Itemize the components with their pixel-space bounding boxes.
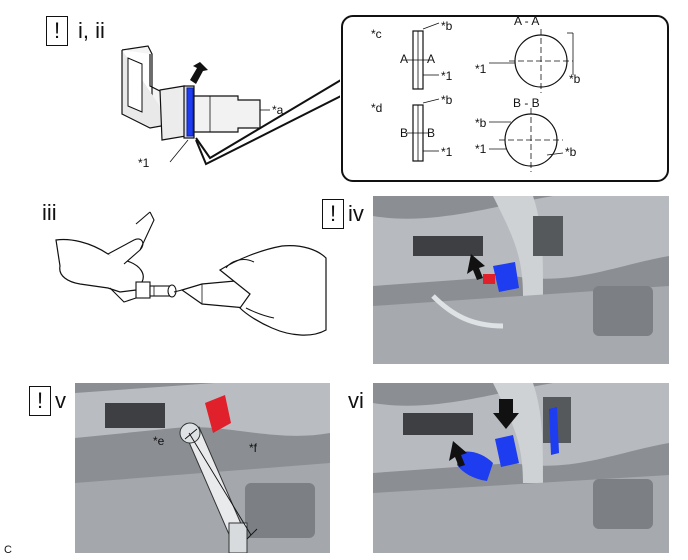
detail-label-b: *b bbox=[569, 72, 581, 86]
callout-1: *1 bbox=[138, 156, 150, 170]
figure-code: C bbox=[4, 544, 12, 556]
section-title-A-A: A - A bbox=[514, 14, 540, 28]
caution-icon: ! bbox=[46, 16, 68, 46]
callout-a: *a bbox=[272, 103, 284, 117]
detail-label-1: *1 bbox=[475, 142, 487, 156]
detail-label-B-left: B bbox=[400, 126, 409, 140]
detail-label-b: *b bbox=[565, 145, 577, 159]
engine-photo-iv bbox=[373, 196, 669, 364]
detail-label-1: *1 bbox=[441, 145, 453, 159]
detail-label-b: *b bbox=[475, 116, 487, 130]
callout-e: *e bbox=[153, 434, 165, 448]
step-label-iii: iii bbox=[42, 200, 57, 225]
detail-label-b: *b bbox=[441, 93, 453, 107]
detail-label-A-right: A bbox=[427, 52, 436, 66]
detail-label-c: *c bbox=[371, 27, 382, 41]
step-label-iv: iv bbox=[348, 201, 364, 226]
step-label-vi: vi bbox=[348, 388, 364, 413]
caution-icon: ! bbox=[29, 386, 51, 416]
callout-f: *f bbox=[249, 441, 258, 455]
step-label-i-ii: i, ii bbox=[78, 18, 105, 43]
detail-label-1: *1 bbox=[441, 69, 453, 83]
step-label-v: v bbox=[55, 388, 66, 413]
detail-label-1: *1 bbox=[475, 62, 487, 76]
caution-icon: ! bbox=[322, 199, 344, 229]
detail-sections bbox=[407, 22, 574, 172]
detail-box bbox=[341, 15, 669, 182]
detail-label-b: *b bbox=[441, 19, 453, 33]
detail-label-d: *d bbox=[371, 101, 383, 115]
section-title-B-B: B - B bbox=[513, 96, 540, 110]
detail-label-B-right: B bbox=[427, 126, 436, 140]
hands-applying-oil-illustration bbox=[55, 211, 327, 336]
detail-label-A-left: A bbox=[400, 52, 409, 66]
sensor-illustration bbox=[121, 45, 340, 166]
engine-photo-v bbox=[75, 383, 330, 553]
engine-photo-vi bbox=[373, 383, 669, 553]
